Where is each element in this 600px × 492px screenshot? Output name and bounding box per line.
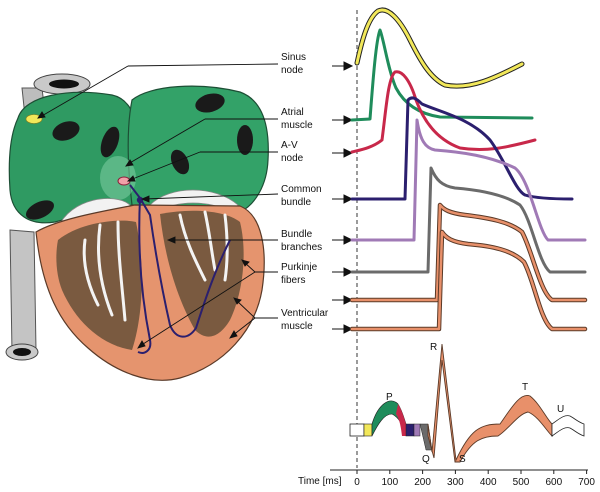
action-potential-traces [349, 7, 588, 332]
time-axis-tick-label: 0 [354, 477, 360, 488]
label-common-line1: Common [281, 184, 322, 195]
time-axis-tick-label: 600 [545, 477, 562, 488]
ecg-u-wave [551, 415, 585, 437]
pointer-lines [37, 63, 279, 349]
label-branches-line1: Bundle [281, 229, 313, 240]
trace-purkinje-fibers [350, 166, 587, 274]
time-axis-tick-label: 500 [513, 477, 530, 488]
trace-ventricular-lower [350, 230, 587, 331]
ecg-label-t: T [522, 382, 528, 393]
ecg-label-q: Q [422, 454, 430, 465]
time-axis-tick-label: 200 [414, 477, 431, 488]
vena-cava-bottom-lumen [13, 348, 31, 356]
time-axis-tick-labels: 0 100 200 300 400 500 600 700 [354, 477, 595, 488]
label-branches-line2: branches [281, 242, 322, 253]
atrial-opening-6 [170, 149, 190, 175]
atrial-opening-5 [237, 125, 253, 155]
sinus-node [25, 114, 43, 124]
ecg-label-r: R [430, 342, 437, 353]
ecg-bundle-segment [405, 423, 415, 437]
ecg-branch-segment [413, 423, 421, 437]
time-axis-tick-label: 100 [381, 477, 398, 488]
trace-common-bundle [350, 96, 574, 201]
trace-ventricular-upper-outline [349, 202, 588, 303]
ecg-trace: P R Q S T U [349, 342, 585, 465]
label-ventricular-line2: muscle [281, 321, 313, 332]
label-sinus-line2: node [281, 65, 304, 76]
trace-ventricular-upper [350, 203, 587, 302]
ecg-baseline-left [349, 423, 365, 437]
common-bundle-dot [136, 196, 144, 204]
atrial-opening-1 [52, 121, 80, 141]
time-axis-ticks [356, 470, 588, 474]
ecg-sinus-segment [363, 423, 373, 437]
papillary-strands [82, 210, 229, 322]
atrial-opening-2 [100, 126, 120, 158]
trace-bundle-branches [350, 118, 587, 242]
label-purkinje-line1: Purkinje [281, 262, 318, 273]
trace-av-node [350, 70, 537, 154]
ecg-qrs-t-band [427, 343, 553, 463]
tissue-labels: Sinus node Atrial muscle A-V node Common… [281, 52, 329, 332]
inferior-vena-cava [9, 229, 37, 353]
time-axis-title: Time [ms] [298, 476, 342, 487]
ecg-av-segment [396, 404, 406, 436]
label-atrial-line2: muscle [281, 120, 313, 131]
trace-atrial-muscle [350, 28, 534, 122]
trace-sinus-node-fill [355, 8, 524, 88]
av-node-glow [100, 156, 136, 200]
label-ventricular-line1: Ventricular [281, 308, 329, 319]
trace-arrows [332, 61, 354, 334]
label-atrial-line1: Atrial [281, 107, 304, 118]
label-av-line1: A-V [281, 140, 298, 151]
label-sinus-line1: Sinus [281, 52, 306, 63]
time-axis-tick-label: 700 [578, 477, 595, 488]
ecg-label-p: P [386, 392, 393, 403]
atrial-opening-4 [195, 93, 225, 113]
time-axis-tick-label: 300 [447, 477, 464, 488]
ecg-label-u: U [557, 404, 564, 415]
heart-illustration [5, 73, 269, 381]
trace-ventricular-lower-outline [349, 229, 588, 332]
vena-cava-top-lumen [49, 79, 79, 89]
time-axis: Time [ms] 0 100 200 300 400 500 600 700 [298, 469, 595, 488]
ecg-label-s: S [459, 454, 466, 465]
label-purkinje-line2: fibers [281, 275, 305, 286]
time-axis-tick-label: 400 [480, 477, 497, 488]
label-av-line2: node [281, 153, 304, 164]
label-common-line2: bundle [281, 197, 311, 208]
atrial-opening-3 [25, 200, 55, 220]
conduction-pathway [129, 184, 231, 354]
